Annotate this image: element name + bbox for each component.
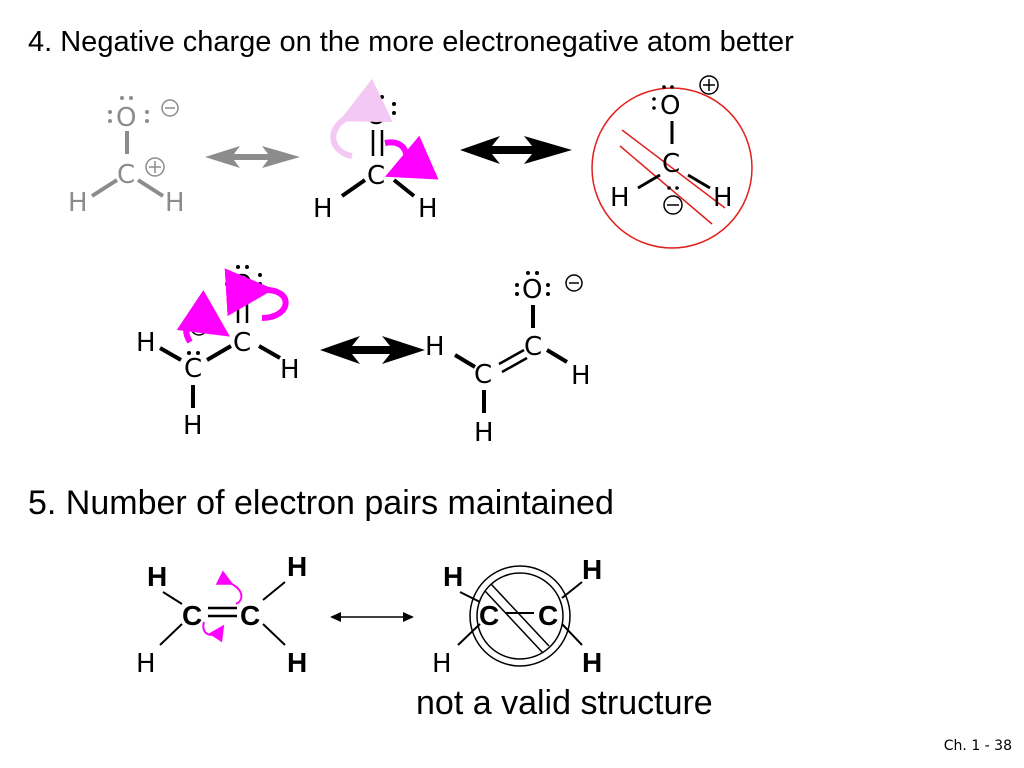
minus-charge — [565, 274, 583, 292]
plus-charge — [699, 75, 719, 95]
atom-carbon: C — [524, 332, 542, 362]
atom-hydrogen: H — [582, 647, 602, 678]
bond-c-h — [561, 623, 583, 646]
bond-c-h — [258, 344, 281, 360]
rule-5-heading: 5. Number of electron pairs maintained — [28, 484, 614, 522]
prohibited-circle-inner — [476, 572, 564, 660]
atom-carbon: C — [117, 160, 135, 190]
invalid-structure-caption: not a valid structure — [416, 684, 713, 722]
bond-c-h-right — [687, 173, 711, 190]
curved-arrow — [176, 290, 230, 344]
prohibited-slash — [490, 583, 550, 647]
curved-arrow-faded — [330, 78, 393, 159]
atom-hydrogen: H — [136, 328, 156, 358]
prohibited-slash — [619, 145, 713, 225]
resonance-arrow — [460, 136, 572, 164]
prohibited-slash — [484, 590, 544, 654]
bond-c-h-left — [637, 173, 661, 190]
prohibited-slash — [621, 129, 726, 209]
structure-carbanion: O C H C H H — [136, 265, 300, 441]
curved-arrow — [215, 570, 243, 605]
bond-c-h-left — [90, 178, 119, 198]
atom-carbon: C — [474, 360, 492, 390]
atom-carbon: C — [479, 600, 499, 631]
atom-hydrogen: H — [136, 649, 156, 679]
atom-hydrogen: H — [313, 194, 333, 224]
resonance-arrow-thin — [330, 612, 414, 622]
minus-charge — [161, 99, 179, 117]
lone-pairs — [108, 96, 149, 123]
structure-gray-carbocation: O C H H — [68, 96, 185, 218]
curved-arrow — [384, 135, 439, 180]
bond-c-h — [159, 623, 183, 646]
lone-pair — [187, 351, 200, 355]
lone-pairs — [652, 85, 674, 110]
atom-hydrogen: H — [287, 551, 307, 582]
atom-hydrogen: H — [280, 355, 300, 385]
lone-pair — [667, 186, 679, 190]
bond-c-h — [453, 353, 477, 369]
atom-hydrogen: H — [474, 418, 494, 448]
double-bond-line — [501, 356, 528, 374]
atom-hydrogen: H — [432, 649, 452, 679]
atom-carbon: C — [233, 328, 251, 358]
structure-formaldehyde: O C H H — [313, 78, 439, 224]
slide-number: Ch. 1 - 38 — [943, 738, 1012, 754]
structure-ethylene: H H C C H H — [136, 551, 307, 679]
atom-hydrogen: H — [183, 411, 203, 441]
structure-invalid: H H H H C C — [432, 554, 602, 679]
lone-pairs — [515, 271, 550, 296]
bond-c-h — [159, 346, 182, 362]
atom-hydrogen: H — [287, 647, 307, 678]
structure-prohibited: O C H H — [591, 75, 753, 249]
atom-oxygen: O — [232, 270, 252, 300]
bond-c-h — [162, 591, 183, 605]
atom-carbon: C — [662, 149, 680, 179]
atom-carbon: C — [184, 354, 202, 384]
bond-c-h — [262, 581, 286, 601]
resonance-arrow-gray — [205, 146, 300, 168]
atom-carbon: C — [367, 161, 385, 191]
bond-c-c — [205, 344, 233, 362]
atom-hydrogen: H — [147, 561, 167, 592]
atom-oxygen: O — [660, 91, 680, 121]
bond-c-h-right — [392, 178, 416, 198]
atom-carbon: C — [182, 600, 202, 631]
atom-hydrogen: H — [610, 183, 630, 213]
bond-c-h — [459, 591, 481, 603]
curved-arrow — [224, 268, 289, 321]
bond-c-h — [457, 623, 481, 646]
atom-hydrogen: H — [443, 561, 463, 592]
atom-hydrogen: H — [571, 361, 591, 391]
curved-arrow — [202, 621, 225, 643]
bond-c-h — [545, 348, 569, 364]
atom-hydrogen: H — [418, 194, 438, 224]
atom-oxygen: O — [522, 275, 542, 305]
bond-c-h — [262, 623, 286, 646]
atom-hydrogen: H — [582, 554, 602, 585]
prohibited-circle-outer — [469, 565, 571, 667]
structure-enolate: O C H C H H — [425, 271, 591, 448]
atom-hydrogen: H — [68, 188, 88, 218]
atom-hydrogen: H — [425, 332, 445, 362]
atom-hydrogen: H — [713, 183, 733, 213]
atom-hydrogen: H — [165, 188, 185, 218]
atom-carbon: C — [240, 600, 260, 631]
minus-charge — [663, 195, 683, 215]
atom-oxygen: O — [116, 103, 136, 133]
bond-c-h-right — [136, 178, 165, 198]
atom-carbon: C — [538, 600, 558, 631]
bond-c-h-left — [340, 178, 367, 198]
atom-oxygen: O — [366, 101, 386, 131]
plus-charge — [145, 157, 165, 177]
rule-4-heading: 4. Negative charge on the more electrone… — [28, 26, 794, 58]
resonance-arrow — [320, 336, 425, 364]
double-bond-line — [498, 348, 525, 366]
